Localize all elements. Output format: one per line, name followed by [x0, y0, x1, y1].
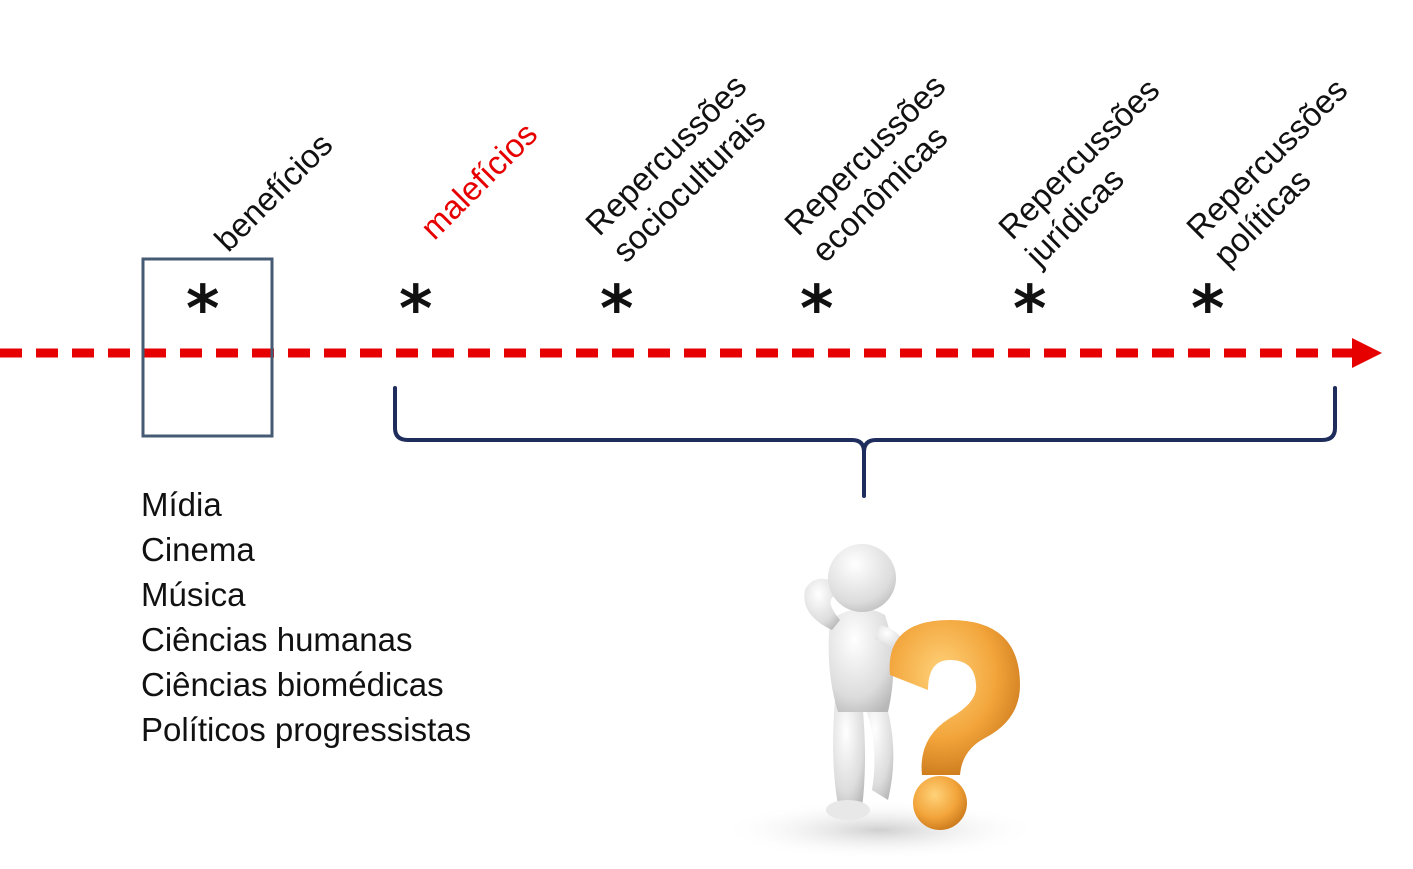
beneficios-highlight-box — [141, 257, 274, 438]
list-item: Ciências biomédicas — [141, 666, 444, 703]
category-marker-socioculturais: * — [600, 273, 634, 347]
list-item: Mídia — [141, 486, 222, 523]
category-marker-politicas: * — [1191, 273, 1225, 347]
list-item: Ciências humanas — [141, 621, 413, 658]
thinking-person-with-question-mark-icon — [720, 544, 1040, 860]
timeline-arrowhead — [1352, 338, 1382, 368]
list-item: Políticos progressistas — [141, 711, 472, 748]
list-item: Cinema — [141, 531, 255, 568]
list-item: Música — [141, 576, 246, 613]
category-marker-maleficios: * — [399, 273, 433, 347]
grouping-brace — [393, 386, 1337, 498]
category-marker-beneficios: * — [186, 273, 220, 347]
category-marker-economicas: * — [800, 273, 834, 347]
category-marker-juridicas: * — [1013, 273, 1047, 347]
sources-list: Mídia Cinema Música Ciências humanas Ciê… — [141, 482, 471, 752]
